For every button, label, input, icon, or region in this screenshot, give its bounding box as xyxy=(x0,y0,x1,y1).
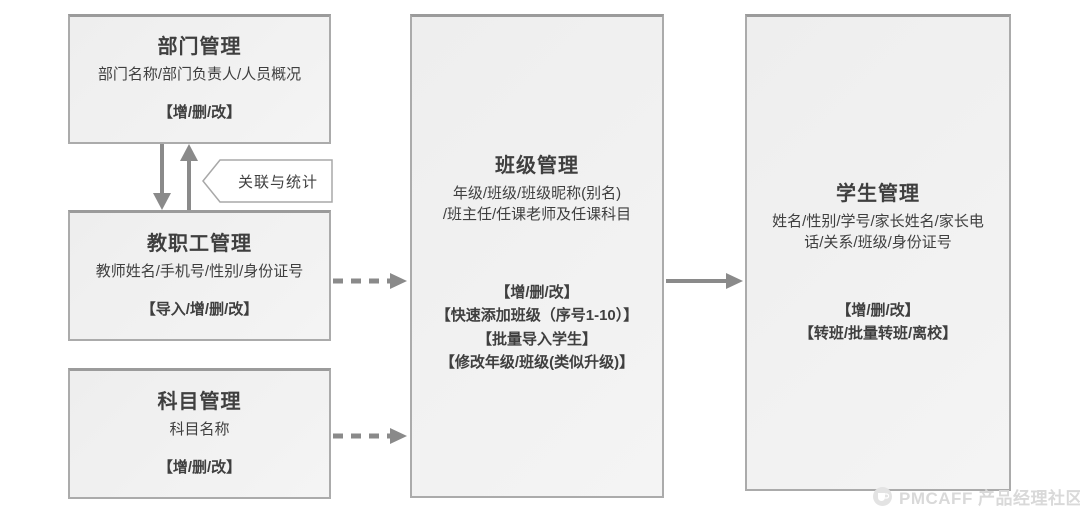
box-department-actions: 【增/删/改】 xyxy=(158,101,241,124)
box-student-actions: 【增/删/改】 【转班/批量转班/离校】 xyxy=(799,299,957,346)
box-staff-actions: 【导入/增/删/改】 xyxy=(141,298,259,321)
box-subject: 科目管理 科目名称 【增/删/改】 xyxy=(68,368,331,499)
callout-link-and-stats: 关联与统计 xyxy=(202,159,334,203)
watermark-text: PMCAFF 产品经理社区 xyxy=(899,489,1080,508)
box-department-fields: 部门名称/部门负责人/人员概况 xyxy=(98,64,301,85)
action-line: 【快速添加班级（序号1-10）】 xyxy=(435,307,639,325)
field-line: 教师姓名/手机号/性别/身份证号 xyxy=(95,262,304,280)
action-line: 【增/删/改】 xyxy=(836,301,920,319)
field-line: 话/关系/班级/身份证号 xyxy=(804,233,952,251)
coffee-cup-logo-icon xyxy=(873,487,892,506)
box-department-title: 部门管理 xyxy=(157,36,242,59)
arrow-staff-to-department-up xyxy=(180,144,198,210)
box-subject-actions: 【增/删/改】 xyxy=(158,456,241,479)
watermark: PMCAFF 产品经理社区 xyxy=(872,484,1080,509)
action-line: 【增/删/改】 xyxy=(157,458,242,476)
field-line: 科目名称 xyxy=(169,420,230,438)
field-line: 部门名称/部门负责人/人员概况 xyxy=(97,66,302,84)
box-class-title: 班级管理 xyxy=(495,155,579,177)
action-line: 【修改年级/班级(类似升级)】 xyxy=(439,353,635,371)
connector-staff-to-class-dashed-arrow xyxy=(333,273,407,289)
box-student-title: 学生管理 xyxy=(836,182,920,205)
connector-subject-to-class-dashed-arrow xyxy=(333,428,407,444)
box-staff: 教职工管理 教师姓名/手机号/性别/身份证号 【导入/增/删/改】 xyxy=(68,210,331,341)
box-department: 部门管理 部门名称/部门负责人/人员概况 【增/删/改】 xyxy=(68,14,331,144)
action-line: 【增/删/改】 xyxy=(157,104,242,122)
box-student: 学生管理 姓名/性别/学号/家长姓名/家长电 话/关系/班级/身份证号 【增/删… xyxy=(745,14,1011,491)
action-line: 【转班/批量转班/离校】 xyxy=(798,325,958,342)
callout-pentagon-shape xyxy=(202,159,333,203)
box-class-actions: 【增/删/改】 【快速添加班级（序号1-10）】 【批量导入学生】 【修改年级/… xyxy=(436,281,639,374)
box-staff-fields: 教师姓名/手机号/性别/身份证号 xyxy=(96,261,304,282)
box-class-fields: 年级/班级/班级昵称(别名) /班主任/任课老师及任课科目 xyxy=(443,183,631,225)
action-line: 【增/删/改】 xyxy=(495,284,579,301)
action-line: 【批量导入学生】 xyxy=(476,330,597,348)
box-staff-title: 教职工管理 xyxy=(147,232,252,255)
box-subject-fields: 科目名称 xyxy=(169,419,229,440)
connector-class-to-student-arrow xyxy=(666,273,743,289)
field-line: 姓名/性别/学号/家长姓名/家长电 xyxy=(772,212,984,230)
box-class: 班级管理 年级/班级/班级昵称(别名) /班主任/任课老师及任课科目 【增/删/… xyxy=(410,14,664,498)
box-student-fields: 姓名/性别/学号/家长姓名/家长电 话/关系/班级/身份证号 xyxy=(772,211,984,253)
field-line: /班主任/任课老师及任课科目 xyxy=(442,206,632,223)
field-line: 年级/班级/班级昵称(别名) xyxy=(452,185,622,202)
action-line: 【导入/增/删/改】 xyxy=(140,300,259,318)
box-subject-title: 科目管理 xyxy=(157,390,242,413)
callout-label: 关联与统计 xyxy=(237,173,318,191)
arrow-department-to-staff-down xyxy=(153,144,198,210)
